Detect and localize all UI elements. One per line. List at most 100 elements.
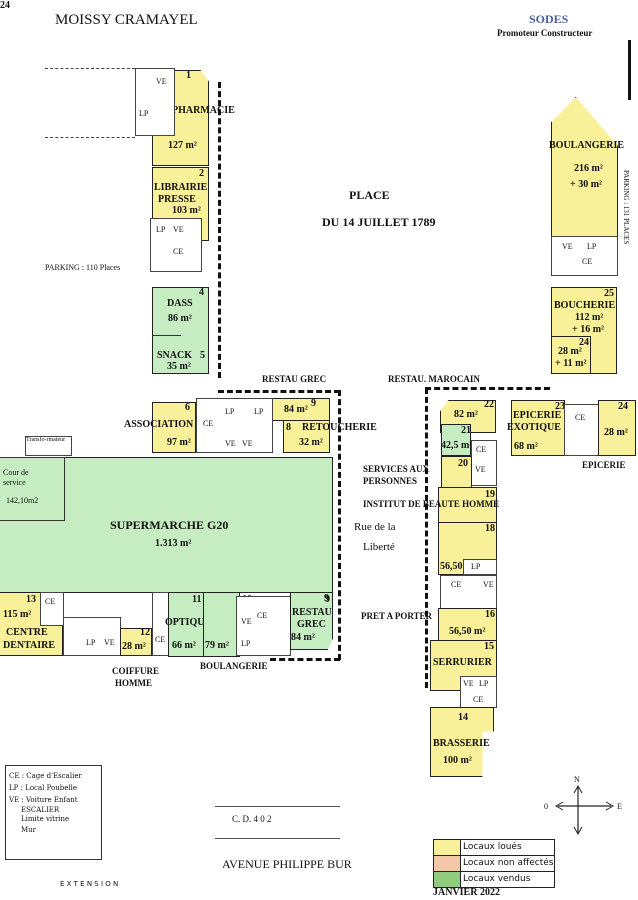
unit-20[interactable] — [441, 424, 471, 456]
brand-subtitle: Promoteur Constructeur — [497, 28, 593, 38]
unit-16[interactable] — [438, 608, 497, 641]
wall-line — [338, 390, 341, 660]
unit-name: ASSOCIATION — [124, 419, 194, 430]
legend-item: Limite vitrine — [21, 815, 70, 823]
unit-area: 115 m² — [3, 609, 32, 620]
unit-18[interactable] — [438, 487, 497, 523]
page-title: MOISSY CRAMAYEL — [55, 12, 198, 28]
unit-9-restau-grec[interactable] — [290, 592, 333, 650]
unit-10-boulangerie[interactable] — [203, 592, 240, 657]
lp-label: LP — [471, 562, 481, 571]
ce-room: CE — [40, 592, 64, 626]
unit-area: 28 m² — [604, 427, 628, 438]
unit-number: 24 — [618, 401, 628, 412]
unit-number: 23 — [555, 401, 565, 412]
unit-19[interactable] — [441, 456, 472, 488]
unit-name: DENTAIRE — [3, 640, 56, 651]
transfo-label: Transfo-rmateur — [26, 437, 66, 443]
ve-label: VE — [475, 465, 486, 474]
wall-line — [218, 390, 340, 393]
unit-name: RESTAU. MAROCAIN — [388, 374, 480, 384]
ve-label: VE — [241, 617, 252, 626]
ce-label: CE — [173, 247, 184, 256]
legend-non-affectes: Locaux non affectés — [463, 858, 554, 868]
unit-name: EXOTIQUE — [507, 422, 561, 433]
unit-name: BOULANGERIE — [549, 140, 625, 151]
parking-hatch — [45, 68, 135, 138]
place-label: PLACE — [349, 188, 390, 202]
unit-name: SERRURIER — [433, 657, 492, 668]
unit-number: 8 — [286, 422, 291, 433]
unit-name: CENTRE — [6, 627, 48, 638]
lp-label: LP — [254, 407, 264, 416]
unit-name: DASS — [167, 298, 193, 309]
unit-12-coiffure[interactable] — [120, 628, 152, 656]
unit-name: HOMME — [115, 678, 152, 688]
unit-area: 35 m² — [167, 361, 191, 372]
lp-room: LP — [463, 559, 497, 575]
unit-4-5-dass-snack[interactable] — [152, 287, 209, 374]
unit-name: PERSONNES — [363, 476, 418, 486]
unit-name: RESTAU GREC — [262, 374, 327, 384]
legend-vendus: Locaux vendus — [463, 874, 531, 884]
parking-right-label: PARKING : 131 PLACES — [622, 170, 630, 245]
unit-name: INSTITUT DE BEAUTE HOMME — [363, 499, 500, 509]
unit-area: 56,50 m² — [440, 561, 477, 572]
unit-name: BRASSERIE — [433, 738, 490, 749]
unit-name: SNACK — [157, 350, 193, 361]
status-legend: Locaux loués Locaux non affectés Locaux … — [433, 839, 555, 888]
unit-number: 5 — [200, 350, 205, 361]
unit-area: 127 m² — [168, 140, 197, 151]
road-line — [215, 806, 340, 807]
unit-number: 16 — [485, 609, 495, 620]
page-border — [628, 40, 638, 100]
unit-number: 9 — [325, 594, 330, 605]
legend-item: Mur — [21, 826, 37, 834]
unit-area: 28 m² — [558, 346, 582, 357]
parking-left-label: PARKING : 110 Places — [45, 263, 121, 272]
unit-area: 66 m² — [172, 640, 196, 651]
ce-label: CE — [476, 445, 487, 454]
unit-area-extra: + 11 m² — [555, 358, 587, 369]
unit-area-extra: + 30 m² — [570, 179, 603, 190]
wall-line — [270, 658, 340, 661]
ve-label: VE — [156, 77, 167, 86]
unit-name: SERVICES AUX — [363, 464, 429, 474]
supermarche-g20[interactable] — [0, 457, 333, 593]
cour-label: Cour de — [3, 468, 29, 477]
unit-23-epicerie[interactable] — [598, 400, 636, 456]
unit-area: 112 m² — [575, 312, 604, 323]
unit-name: SUPERMARCHE G20 — [110, 518, 229, 532]
unit-name: RESTAU — [292, 607, 332, 618]
unit-22-restau-marocain[interactable] — [511, 400, 565, 456]
unit-number: 11 — [192, 594, 202, 605]
lp-label: LP — [587, 242, 597, 251]
ce-label: CE — [451, 580, 462, 589]
unit-area: 216 m² — [574, 163, 603, 174]
legend-item: LP : Local Poubelle — [9, 784, 77, 792]
unit-name: RETOUCHERIE — [302, 422, 377, 433]
x: 24 — [0, 0, 10, 11]
legend-item: CE : Cage d'Escalier — [9, 772, 82, 780]
unit-name: GREC — [297, 619, 326, 630]
cour-de-service — [0, 457, 65, 521]
unit-24[interactable] — [551, 336, 591, 374]
unit-number: 2 — [199, 168, 204, 179]
unit-name: PRESSE — [158, 194, 196, 205]
cour-area: 142,10m2 — [6, 496, 39, 505]
compass-west: 0 — [544, 802, 548, 811]
ve-label: VE — [173, 225, 184, 234]
ce-label: CE — [582, 257, 593, 266]
unit-number: 12 — [140, 627, 150, 638]
lp-label: LP — [241, 639, 251, 648]
ce-label: CE — [203, 419, 214, 428]
ce-label: CE — [155, 635, 166, 644]
unit-6-association[interactable] — [152, 402, 196, 453]
extension-label: E X T E N S I O N — [60, 880, 119, 888]
unit-7-barbier[interactable] — [283, 420, 330, 453]
cour-label: service — [3, 478, 26, 487]
unit-area: 84 m² — [284, 404, 308, 415]
